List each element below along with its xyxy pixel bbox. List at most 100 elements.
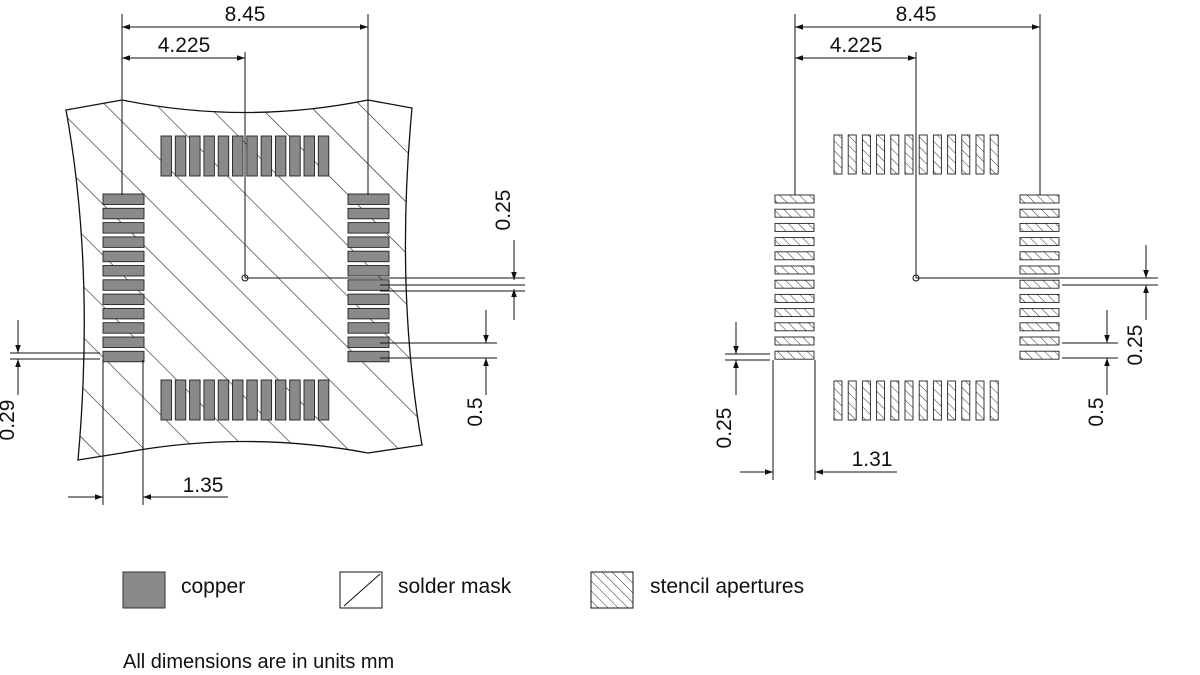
legend-solder-mask-label: solder mask <box>398 575 512 598</box>
stencil-aperture-bottom <box>989 380 999 421</box>
stencil-aperture-top <box>847 134 857 175</box>
dim-width-label: 8.45 <box>225 3 266 26</box>
copper-pad-top <box>160 135 172 177</box>
stencil-aperture-right <box>1019 237 1060 247</box>
copper-pad-top <box>289 135 301 177</box>
stencil-aperture-left <box>774 279 815 289</box>
legend-copper-label: copper <box>181 575 245 598</box>
dim-pitch-label: 0.5 <box>1085 397 1108 426</box>
stencil-aperture-bottom <box>918 380 928 421</box>
stencil-aperture-top <box>904 134 914 175</box>
stencil-aperture-left <box>774 194 815 204</box>
solder-mask-swatch-hatch <box>343 573 381 607</box>
stencil-apertures <box>774 134 1060 421</box>
stencil-aperture-top <box>989 134 999 175</box>
copper-pad-right <box>347 236 390 248</box>
stencil-aperture-top <box>975 134 985 175</box>
dim-pad-width-label: 0.25 <box>713 408 736 449</box>
copper-pad-left <box>102 250 145 263</box>
stencil-aperture-left <box>774 251 815 261</box>
stencil-aperture-bottom <box>847 380 857 421</box>
copper-pad-right <box>347 265 390 277</box>
stencil-aperture-right <box>1019 279 1060 289</box>
stencil-aperture-right <box>1019 336 1060 346</box>
stencil-aperture-top <box>861 134 871 175</box>
stencil-aperture-bottom <box>876 380 886 421</box>
copper-pad-top <box>203 135 215 177</box>
copper-pads <box>102 135 390 421</box>
copper-pad-bottom <box>289 379 301 421</box>
copper-pad-right <box>347 307 390 320</box>
stencil-aperture-bottom <box>932 380 942 421</box>
copper-pad-top <box>303 135 315 177</box>
stencil-aperture-right <box>1019 265 1060 275</box>
stencil-aperture-bottom <box>890 380 900 421</box>
stencil-swatch <box>590 571 634 609</box>
legend: copper solder mask stencil apertures <box>122 571 804 609</box>
copper-pad-right <box>347 322 390 334</box>
stencil-aperture-right <box>1019 350 1060 360</box>
dim-half-width-label: 4.225 <box>158 34 211 57</box>
stencil-aperture-top <box>932 134 942 175</box>
copper-pad-bottom <box>160 379 172 421</box>
copper-pad-left <box>102 207 145 220</box>
stencil-aperture-left <box>774 350 815 360</box>
copper-pad-top <box>317 135 330 177</box>
right-view: 8.45 4.225 0.25 0.5 0.25 1.31 <box>713 3 1158 480</box>
stencil-aperture-top <box>833 134 843 175</box>
dim-width-label: 8.45 <box>896 3 937 26</box>
dim-mask-gap-label: 0.29 <box>0 400 19 441</box>
dimension-lines <box>725 14 1158 480</box>
copper-pad-top <box>174 135 187 177</box>
copper-pad-top <box>246 135 258 177</box>
copper-pad-top <box>189 135 201 177</box>
copper-pad-bottom <box>203 379 215 421</box>
copper-pad-bottom <box>217 379 230 421</box>
copper-pad-top <box>260 135 273 177</box>
stencil-aperture-bottom <box>961 380 971 421</box>
copper-pad-left <box>102 307 145 320</box>
copper-pad-right <box>347 193 390 205</box>
copper-pad-right <box>347 350 390 363</box>
copper-pad-right <box>347 207 390 220</box>
copper-pad-left <box>102 279 145 291</box>
copper-pad-left <box>102 222 145 234</box>
stencil-aperture-left <box>774 336 815 346</box>
dim-pad-height-label: 0.25 <box>1124 325 1147 366</box>
copper-pad-bottom <box>174 379 187 421</box>
copper-pad-left <box>102 322 145 334</box>
stencil-aperture-bottom <box>861 380 871 421</box>
stencil-aperture-right <box>1019 293 1060 303</box>
copper-pad-bottom <box>274 379 287 421</box>
stencil-aperture-bottom <box>904 380 914 421</box>
stencil-aperture-left <box>774 293 815 303</box>
stencil-aperture-left <box>774 237 815 247</box>
stencil-aperture-top <box>918 134 928 175</box>
copper-pad-left <box>102 336 145 348</box>
stencil-aperture-right <box>1019 222 1060 232</box>
dim-pitch-label: 0.5 <box>464 397 487 426</box>
copper-pad-top <box>217 135 230 177</box>
stencil-aperture-right <box>1019 308 1060 318</box>
copper-pad-right <box>347 293 390 306</box>
copper-pad-top <box>274 135 287 177</box>
copper-pad-bottom <box>260 379 273 421</box>
copper-pad-left <box>102 265 145 277</box>
stencil-aperture-left <box>774 208 815 218</box>
copper-pad-left <box>102 236 145 248</box>
copper-pad-right <box>347 222 390 234</box>
stencil-aperture-left <box>774 322 815 332</box>
stencil-aperture-top <box>947 134 957 175</box>
copper-pad-left <box>102 293 145 306</box>
copper-pad-bottom <box>232 379 244 421</box>
dim-pad-length-label: 1.35 <box>183 474 224 497</box>
copper-swatch <box>122 571 166 609</box>
stencil-aperture-top <box>961 134 971 175</box>
stencil-aperture-bottom <box>947 380 957 421</box>
stencil-aperture-left <box>774 222 815 232</box>
dim-half-width-label: 4.225 <box>830 34 883 57</box>
stencil-aperture-top <box>890 134 900 175</box>
stencil-aperture-left <box>774 265 815 275</box>
stencil-aperture-bottom <box>975 380 985 421</box>
